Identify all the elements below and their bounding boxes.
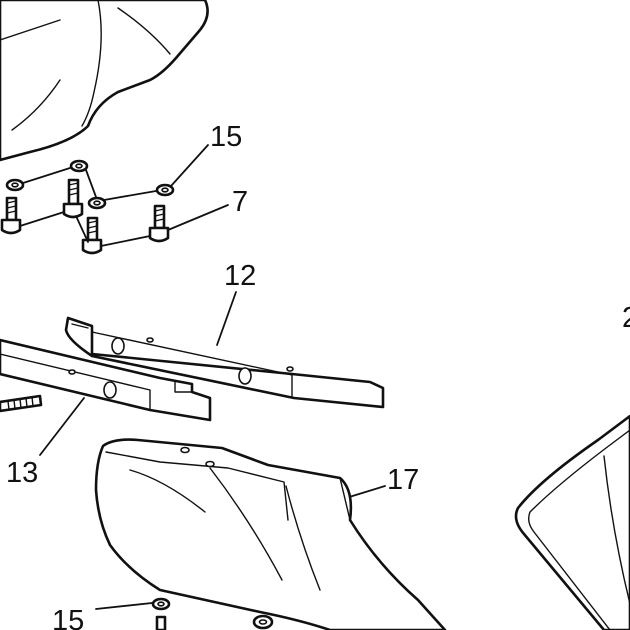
fastener-connectors xyxy=(19,167,157,247)
bracket-part-13 xyxy=(0,338,212,422)
callout-7: 7 xyxy=(232,186,248,218)
callout-12: 12 xyxy=(224,260,256,292)
screw-group xyxy=(0,178,170,255)
screw-bottom-1 xyxy=(155,615,167,630)
leader-lines xyxy=(39,144,386,610)
screw-2 xyxy=(62,178,84,219)
cover-part-17 xyxy=(94,438,447,630)
callout-15-bottom: 15 xyxy=(52,605,84,630)
upper-housing-part xyxy=(0,0,209,162)
screw-3 xyxy=(81,216,103,255)
screw-4 xyxy=(148,204,170,243)
washer-group-bottom xyxy=(151,597,274,630)
bracket-part-12 xyxy=(64,316,385,409)
callout-labels: 15 7 12 13 17 15 2 xyxy=(6,121,630,630)
threaded-rod xyxy=(0,394,43,413)
frame-part-2 xyxy=(514,414,630,630)
screw-1 xyxy=(0,196,22,235)
callout-17: 17 xyxy=(387,464,419,496)
callout-15-top: 15 xyxy=(210,121,242,153)
washer-group-top xyxy=(5,159,175,210)
callout-2-partial: 2 xyxy=(622,302,630,334)
callout-13: 13 xyxy=(6,457,38,489)
